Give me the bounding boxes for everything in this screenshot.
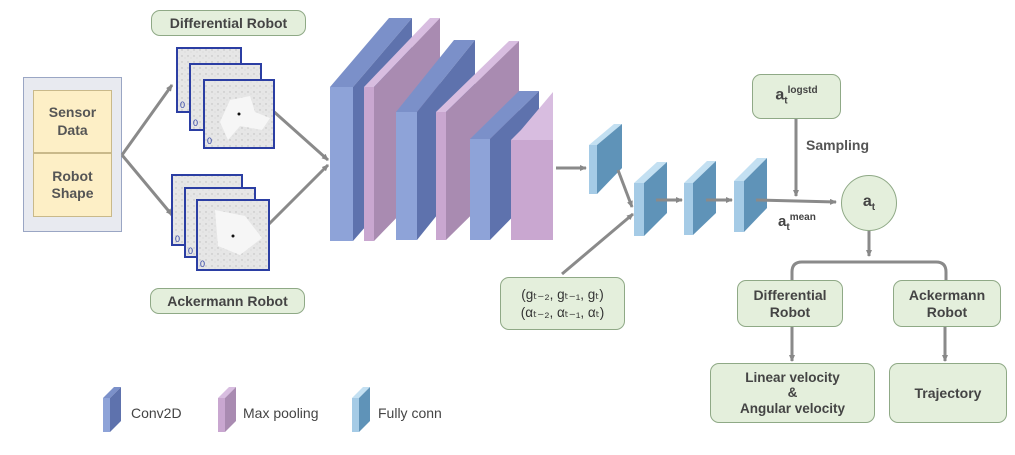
velocity-command-box: Linear velocity & Angular velocity xyxy=(710,363,875,423)
fc-block-1 xyxy=(589,124,622,194)
fc-block-4 xyxy=(734,158,767,232)
pool-layer-3 xyxy=(511,92,553,240)
output-branch xyxy=(789,260,948,362)
input-arrows xyxy=(120,84,330,227)
fc-block-2 xyxy=(634,162,667,236)
svg-text:0: 0 xyxy=(175,234,180,244)
action-node: at xyxy=(841,175,897,231)
svg-text:0: 0 xyxy=(193,118,198,128)
sampling-label: Sampling xyxy=(806,137,870,153)
input-panel: Sensor Data Robot Shape xyxy=(23,77,122,232)
action-mean-label: atmean xyxy=(778,212,816,233)
fc-layers xyxy=(589,124,767,236)
legend-fc-label: Fully conn xyxy=(378,405,442,421)
logstd-label: atlogstd xyxy=(775,85,818,107)
goal-history-box: (gₜ₋₂, gₜ₋₁, gₜ) (αₜ₋₂, αₜ₋₁, αₜ) xyxy=(500,277,625,330)
goal-history-line: (gₜ₋₂, gₜ₋₁, gₜ) xyxy=(521,286,604,302)
svg-text:0: 0 xyxy=(180,100,185,110)
sensor-data-cell: Sensor Data xyxy=(33,90,112,153)
svg-text:0: 0 xyxy=(188,246,193,256)
svg-text:0: 0 xyxy=(207,136,212,146)
fc-block-3 xyxy=(684,161,716,235)
robot-shape-cell: Robot Shape xyxy=(33,153,112,217)
network-arrows xyxy=(556,119,872,276)
ackermann-robot-output: Ackermann Robot xyxy=(893,280,1001,327)
differential-scan-stack: 0 0 0 xyxy=(176,47,275,149)
legend-pool-label: Max pooling xyxy=(243,405,319,421)
ackermann-robot-title: Ackermann Robot xyxy=(150,288,305,314)
ackermann-scan-stack: 0 0 0 xyxy=(171,174,270,271)
differential-robot-output: Differential Robot xyxy=(737,280,843,327)
legend-conv-label: Conv2D xyxy=(131,405,182,421)
cnn-layers xyxy=(330,18,553,241)
trajectory-box: Trajectory xyxy=(889,363,1007,423)
angle-history-line: (αₜ₋₂, αₜ₋₁, αₜ) xyxy=(520,304,605,320)
legend-conv-swatch xyxy=(103,387,121,432)
logstd-box: atlogstd xyxy=(752,74,841,119)
differential-robot-title: Differential Robot xyxy=(151,10,306,36)
legend-pool-swatch xyxy=(218,387,236,432)
legend-fc-swatch xyxy=(352,387,370,432)
svg-text:0: 0 xyxy=(200,259,205,269)
